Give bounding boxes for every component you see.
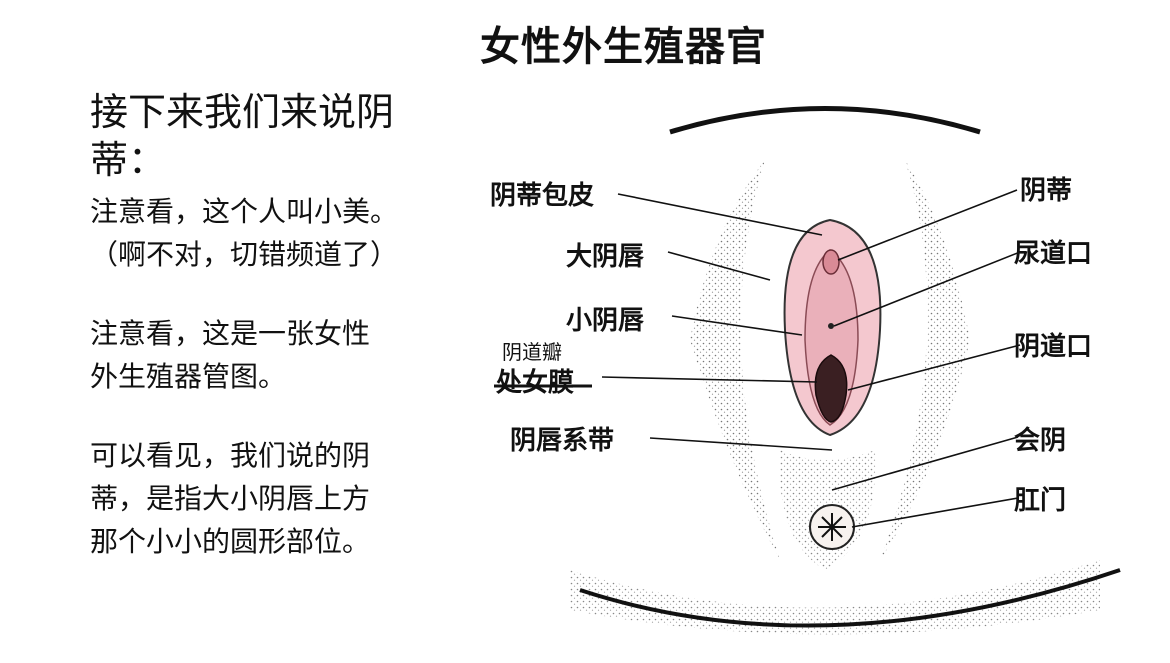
vaginal-opening-shape [814, 354, 848, 423]
paragraph-line: 注意看，这是一张女性 [90, 317, 371, 350]
label-clitoral-hood: 阴蒂包皮 [490, 181, 595, 211]
abdomen-outline [669, 106, 981, 135]
buttocks-outline [579, 568, 1121, 628]
anatomy-diagram: 阴蒂包皮 大阴唇 小阴唇 阴道瓣 处女膜 阴唇系带 阴蒂 尿道口 阴道口 会阴 … [480, 90, 1170, 659]
label-urethra: 尿道口 [1014, 239, 1093, 269]
label-labia-majora: 大阴唇 [566, 242, 645, 272]
explanation-panel: 接下来我们来说阴蒂： 注意看，这个人叫小美。 （啊不对，切错频道了） 注意看，这… [90, 88, 460, 563]
left-thigh-shading [690, 160, 780, 560]
page-title: 女性外生殖器官 [480, 24, 767, 70]
label-annotation: 阴道瓣 [502, 340, 562, 364]
leader-urethra [833, 251, 1021, 327]
right-thigh-shading [880, 160, 970, 560]
anus-star [818, 513, 846, 541]
label-clitoris: 阴蒂 [1020, 176, 1073, 206]
section-heading: 接下来我们来说阴蒂： [90, 90, 395, 182]
label-anus: 肛门 [1014, 486, 1067, 516]
leader-labia-minor [671, 315, 803, 336]
clitoris-shape [822, 249, 840, 275]
leader-clitoris [837, 189, 1018, 261]
paragraph-line: 蒂，是指大小阴唇上方 [90, 482, 371, 515]
label-perineum: 会阴 [1014, 426, 1067, 456]
paragraph-line: 外生殖器管图。 [90, 360, 287, 393]
leader-frenulum [649, 437, 833, 451]
paragraph-line: 注意看，这个人叫小美。 [90, 195, 399, 228]
label-labia-minora: 小阴唇 [566, 306, 645, 336]
paragraph-line: （啊不对，切错频道了） [90, 238, 399, 271]
leader-hymen [601, 376, 818, 383]
leader-perineum [831, 436, 1019, 491]
paragraph-line: 那个小小的圆形部位。 [90, 525, 371, 558]
leader-labia-major [667, 251, 771, 281]
paragraph-line: 可以看见，我们说的阴 [90, 439, 371, 472]
leader-vaginal [847, 344, 1021, 391]
anatomy-illustration [494, 106, 1121, 635]
leader-hood [617, 193, 823, 236]
urethra-point [828, 323, 834, 329]
leader-anus [851, 497, 1019, 528]
buttocks-shading [570, 560, 1100, 635]
label-vaginal-opening: 阴道口 [1014, 332, 1093, 362]
label-hymen: 处女膜 [496, 368, 575, 398]
label-frenulum: 阴唇系带 [510, 426, 615, 456]
